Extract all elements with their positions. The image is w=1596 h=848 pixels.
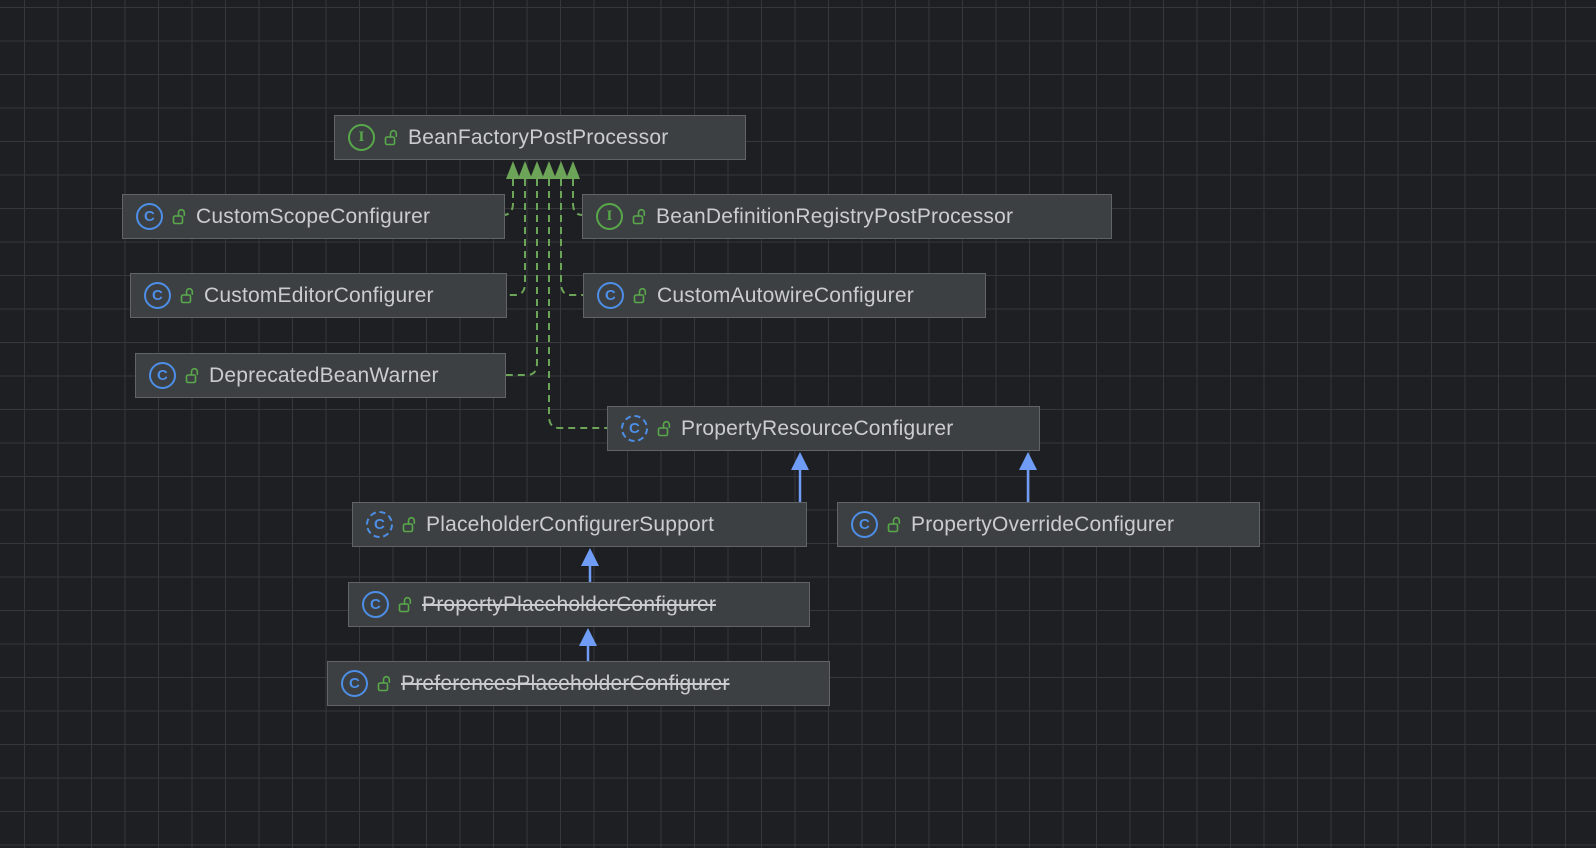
node-bean-factory-post-processor[interactable]: I BeanFactoryPostProcessor: [334, 115, 746, 160]
node-label: BeanFactoryPostProcessor: [408, 125, 669, 149]
node-label: BeanDefinitionRegistryPostProcessor: [656, 204, 1014, 228]
edge-realization-beandefinitionregistrypostprocessor: [572, 179, 583, 216]
unlocked-padlock-icon: [657, 420, 672, 437]
class-icon: C: [136, 203, 163, 230]
edge-realization-customeditorconfigurer: [507, 179, 526, 296]
class-icon: C: [144, 282, 171, 309]
node-label: DeprecatedBeanWarner: [209, 363, 439, 387]
abstract-class-icon: C: [366, 511, 393, 538]
realization-arrowhead: [566, 161, 580, 179]
interface-icon: I: [348, 124, 375, 151]
node-custom-scope-configurer[interactable]: C CustomScopeConfigurer: [122, 194, 505, 239]
node-label: PropertyOverrideConfigurer: [911, 512, 1175, 536]
realization-arrowhead: [530, 161, 544, 179]
unlocked-padlock-icon: [180, 287, 195, 304]
unlocked-padlock-icon: [384, 129, 399, 146]
node-custom-editor-configurer[interactable]: C CustomEditorConfigurer: [130, 273, 507, 318]
edge-realization-customautowireconfigurer: [560, 179, 583, 296]
realization-arrowhead: [518, 161, 532, 179]
realization-arrowhead: [506, 161, 520, 179]
node-label: PropertyPlaceholderConfigurer: [422, 592, 717, 616]
class-icon: C: [362, 591, 389, 618]
unlocked-padlock-icon: [398, 596, 413, 613]
node-label: CustomEditorConfigurer: [204, 283, 434, 307]
node-deprecated-bean-warner[interactable]: C DeprecatedBeanWarner: [135, 353, 506, 398]
node-bean-definition-registry-post-processor[interactable]: I BeanDefinitionRegistryPostProcessor: [582, 194, 1112, 239]
realization-arrowhead: [542, 161, 556, 179]
node-label: PreferencesPlaceholderConfigurer: [401, 671, 730, 695]
interface-icon: I: [596, 203, 623, 230]
abstract-class-icon: C: [621, 415, 648, 442]
unlocked-padlock-icon: [185, 367, 200, 384]
class-icon: C: [149, 362, 176, 389]
unlocked-padlock-icon: [172, 208, 187, 225]
node-label: PropertyResourceConfigurer: [681, 416, 954, 440]
node-label: PlaceholderConfigurerSupport: [426, 512, 715, 536]
unlocked-padlock-icon: [887, 516, 902, 533]
node-label: CustomAutowireConfigurer: [657, 283, 914, 307]
node-label: CustomScopeConfigurer: [196, 204, 431, 228]
class-icon: C: [341, 670, 368, 697]
unlocked-padlock-icon: [377, 675, 392, 692]
unlocked-padlock-icon: [402, 516, 417, 533]
class-icon: C: [597, 282, 624, 309]
node-property-override-configurer[interactable]: C PropertyOverrideConfigurer: [837, 502, 1260, 547]
class-icon: C: [851, 511, 878, 538]
inheritance-arrowhead: [579, 628, 597, 646]
inheritance-arrowhead: [1019, 452, 1037, 470]
node-preferences-placeholder-configurer[interactable]: C PreferencesPlaceholderConfigurer: [327, 661, 830, 706]
inheritance-arrowhead: [581, 548, 599, 566]
inheritance-arrowhead: [791, 452, 809, 470]
edge-realization-deprecatedbeanwarner: [506, 179, 538, 376]
node-custom-autowire-configurer[interactable]: C CustomAutowireConfigurer: [583, 273, 986, 318]
node-property-resource-configurer[interactable]: C PropertyResourceConfigurer: [607, 406, 1040, 451]
unlocked-padlock-icon: [632, 208, 647, 225]
realization-arrowhead: [554, 161, 568, 179]
node-property-placeholder-configurer[interactable]: C PropertyPlaceholderConfigurer: [348, 582, 810, 627]
unlocked-padlock-icon: [633, 287, 648, 304]
node-placeholder-configurer-support[interactable]: C PlaceholderConfigurerSupport: [352, 502, 807, 547]
